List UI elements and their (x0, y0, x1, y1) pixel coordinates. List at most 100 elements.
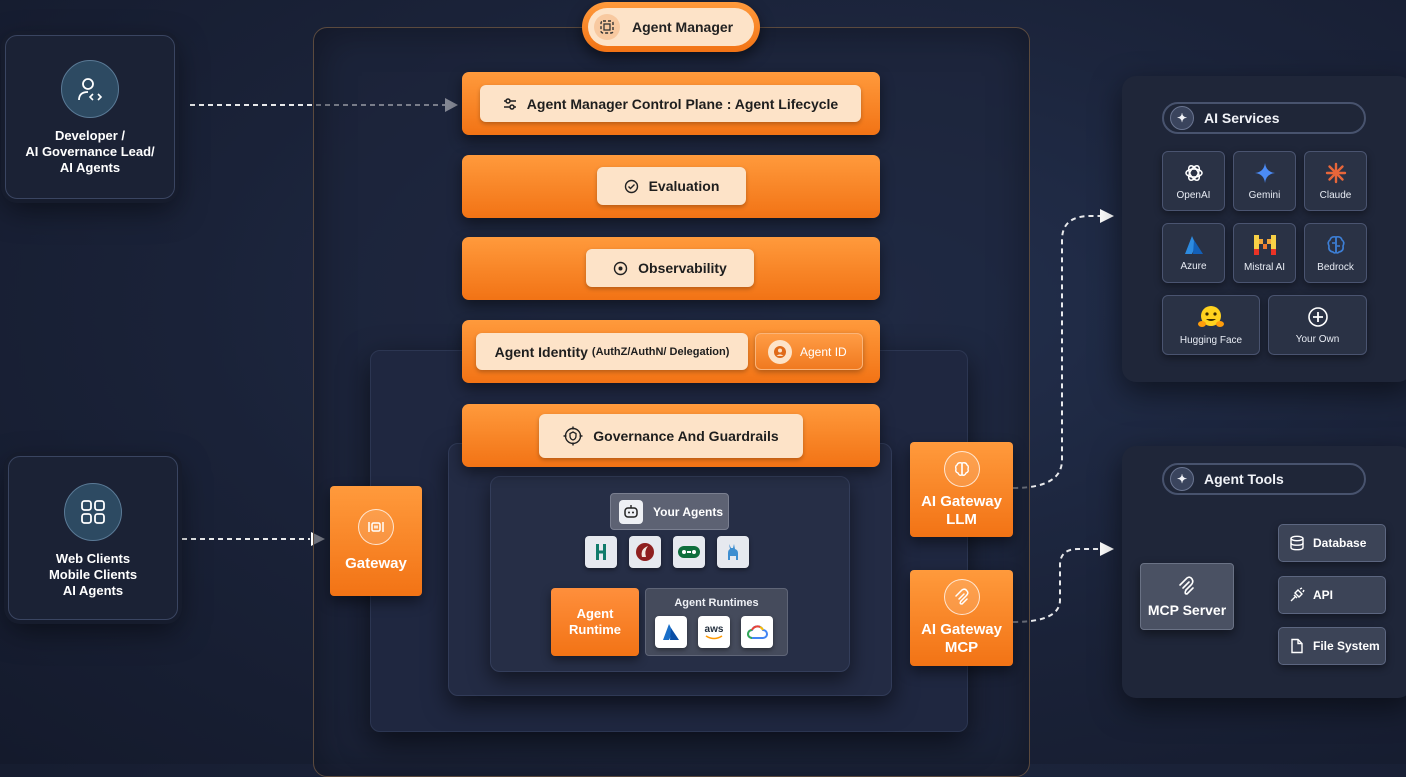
tool-api[interactable]: API (1278, 576, 1386, 614)
observability-pill: Observability (586, 249, 754, 287)
agent-runtime-line: Runtime (569, 622, 621, 637)
google-cloud-icon[interactable] (741, 616, 773, 648)
azure-service-icon (1184, 235, 1203, 254)
azure-icon[interactable] (655, 616, 687, 648)
developer-label: Developer / AI Governance Lead/ AI Agent… (25, 128, 154, 176)
agent-tools-header[interactable]: ✦ Agent Tools (1162, 463, 1366, 495)
provider-tile-mistral[interactable]: Mistral AI (1233, 223, 1296, 283)
tool-label: API (1313, 588, 1334, 602)
provider-label: Gemini (1248, 189, 1281, 201)
governance-layer[interactable]: Governance And Guardrails (462, 404, 880, 467)
provider-label: Bedrock (1317, 261, 1354, 273)
eye-icon (613, 261, 628, 275)
web-clients-label: Web Clients Mobile Clients AI Agents (49, 551, 137, 599)
identity-pill: Agent Identity (AuthZ/AuthN/ Delegation) (476, 333, 748, 370)
mcp-icon (943, 579, 980, 615)
provider-label: Azure (1180, 260, 1207, 272)
ai-gateway-mcp-line: AI Gateway (921, 621, 1002, 638)
bedrock-icon (1326, 235, 1345, 254)
agent-manager-title: Agent Manager (632, 19, 734, 35)
developer-label-line: Developer / (54, 128, 126, 143)
mcp-server-box[interactable]: MCP Server (1140, 563, 1234, 630)
ai-gateway-mcp-label: AI Gateway MCP (921, 621, 1002, 657)
agent-id-badge[interactable]: Agent ID (755, 333, 863, 370)
ai-services-header[interactable]: ✦ AI Services (1162, 102, 1366, 134)
provider-label: OpenAI (1176, 189, 1211, 201)
developer-label-line: AI Governance Lead/ (25, 144, 155, 159)
control-plane-label: Agent Manager Control Plane : Agent Life… (526, 95, 839, 112)
provider-tile-gemini[interactable]: Gemini (1233, 151, 1296, 211)
ai-gateway-llm-box[interactable]: AI Gateway LLM (910, 442, 1013, 537)
sparkle-icon: ✦ (1170, 106, 1194, 130)
evaluation-label: Evaluation (648, 178, 720, 194)
agent-id-icon (768, 339, 792, 364)
developer-icon (61, 60, 119, 118)
arrowhead-agent-tools (1100, 542, 1114, 556)
database-icon (1290, 535, 1304, 551)
ai-gateway-llm-line: AI Gateway (921, 492, 1002, 510)
claude-icon (1325, 162, 1346, 183)
gateway-label: Gateway (345, 555, 407, 572)
sliders-icon (503, 97, 516, 110)
control-plane-layer[interactable]: Agent Manager Control Plane : Agent Life… (462, 72, 880, 135)
provider-tile-your-own[interactable]: Your Own (1268, 295, 1367, 355)
file-icon (1291, 638, 1303, 654)
mistral-icon (1253, 234, 1276, 255)
provider-tile-openai[interactable]: OpenAI (1162, 151, 1225, 211)
agent-logos (585, 536, 755, 570)
provider-tile-bedrock[interactable]: Bedrock (1304, 223, 1367, 283)
robot-icon (619, 499, 643, 524)
developer-client-card[interactable]: Developer / AI Governance Lead/ AI Agent… (5, 35, 175, 199)
gamepad-agent-icon[interactable] (673, 536, 705, 568)
apps-icon (64, 483, 122, 541)
governance-label: Governance And Guardrails (593, 428, 779, 444)
web-clients-label-line: Web Clients (55, 551, 131, 566)
agent-id-label: Agent ID (800, 344, 847, 359)
identity-layer[interactable]: Agent Identity (AuthZ/AuthN/ Delegation)… (462, 320, 880, 383)
hugging-agent-icon[interactable] (585, 536, 617, 568)
evaluation-layer[interactable]: Evaluation (462, 155, 880, 218)
provider-label: Mistral AI (1243, 261, 1286, 273)
agent-manager-icon (594, 14, 620, 40)
runtime-logos: aws (655, 616, 787, 648)
gateway-box[interactable]: Gateway (330, 486, 422, 596)
provider-label: Claude (1319, 189, 1352, 201)
control-plane-pill: Agent Manager Control Plane : Agent Life… (480, 85, 861, 122)
provider-tile-claude[interactable]: Claude (1304, 151, 1367, 211)
crewai-icon[interactable] (629, 536, 661, 568)
identity-label: Agent Identity (494, 343, 588, 360)
api-plug-icon (1290, 587, 1305, 602)
web-clients-card[interactable]: Web Clients Mobile Clients AI Agents (8, 456, 178, 620)
web-clients-label-line: Mobile Clients (48, 567, 138, 582)
shield-target-icon (563, 426, 583, 446)
agent-runtimes-label: Agent Runtimes (674, 597, 759, 609)
llama-agent-icon[interactable] (717, 536, 749, 568)
agent-runtime-box[interactable]: Agent Runtime (551, 588, 639, 656)
gemini-icon (1254, 162, 1275, 183)
observability-layer[interactable]: Observability (462, 237, 880, 300)
plus-circle-icon (1307, 306, 1328, 327)
developer-label-line: AI Agents (59, 160, 121, 175)
your-agents-label: Your Agents (653, 504, 724, 519)
openai-icon (1184, 164, 1203, 181)
evaluation-pill: Evaluation (597, 167, 746, 205)
tool-label: File System (1313, 639, 1380, 653)
provider-tile-hugging-face[interactable]: Hugging Face (1162, 295, 1260, 355)
arrowhead-ai-services (1100, 209, 1114, 223)
tool-database[interactable]: Database (1278, 524, 1386, 562)
provider-tile-azure[interactable]: Azure (1162, 223, 1225, 283)
ai-gateway-mcp-box[interactable]: AI Gateway MCP (910, 570, 1013, 666)
check-circle-icon (624, 179, 638, 193)
tool-label: Database (1313, 536, 1367, 550)
agent-runtimes-panel[interactable]: Agent Runtimes aws (645, 588, 788, 656)
your-agents-pill[interactable]: Your Agents (610, 493, 729, 530)
tool-file-system[interactable]: File System (1278, 627, 1386, 665)
gateway-icon (358, 509, 394, 545)
aws-icon[interactable]: aws (698, 616, 730, 648)
ai-gateway-llm-line: LLM (946, 510, 977, 528)
ai-services-title: AI Services (1204, 110, 1280, 126)
agent-tools-title: Agent Tools (1204, 471, 1284, 487)
web-clients-label-line: AI Agents (62, 583, 124, 598)
sparkle-icon: ✦ (1170, 467, 1194, 491)
agent-manager-header[interactable]: Agent Manager (582, 2, 760, 52)
